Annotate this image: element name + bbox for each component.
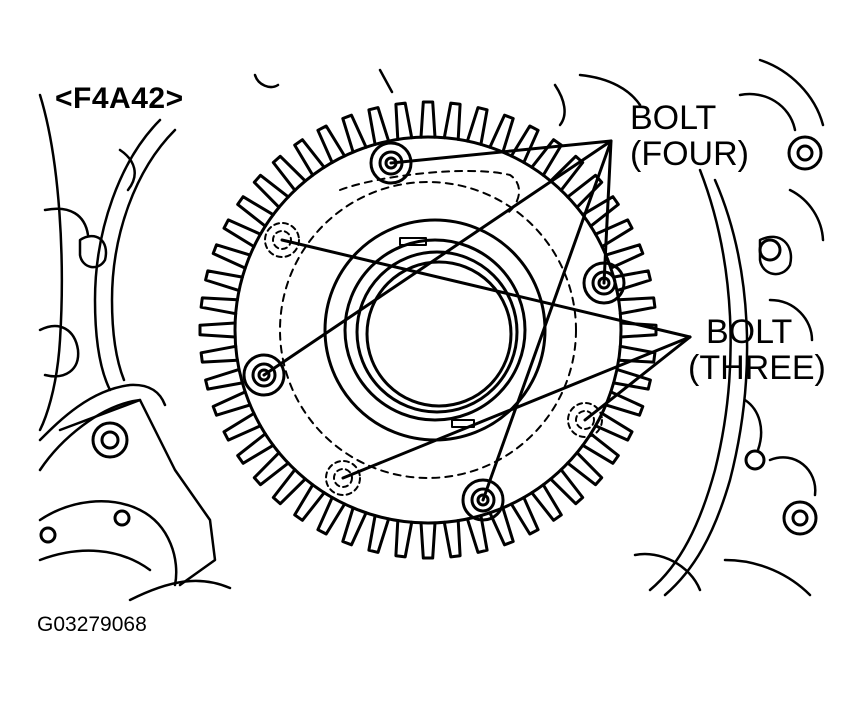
bolt-three-callout-line1: BOLT [706, 313, 793, 351]
bolt-four-callout-line1: BOLT [630, 99, 717, 137]
gear-tooth-profile [198, 100, 658, 560]
right-housing [578, 58, 825, 597]
figure-id: G03279068 [37, 613, 147, 636]
top-features [253, 68, 566, 127]
bolt-three-callout-line2: (THREE) [688, 349, 826, 387]
left-housing [38, 93, 232, 602]
leader-lines-bolt-four [262, 139, 613, 502]
leader-lines-bolt-three [280, 238, 692, 480]
bolt-three-hidden [264, 222, 603, 496]
left-housing-bolt [39, 421, 131, 544]
dashed-hub-circle [279, 181, 577, 479]
gear-root-circle [233, 135, 623, 525]
hub [323, 218, 547, 442]
model-label: <F4A42> [55, 82, 184, 115]
gear-teeth [198, 100, 658, 560]
dashed-flange-outline [339, 169, 520, 216]
right-housing-bolt [744, 135, 823, 536]
bolt-four-callout-line2: (FOUR) [630, 135, 749, 173]
